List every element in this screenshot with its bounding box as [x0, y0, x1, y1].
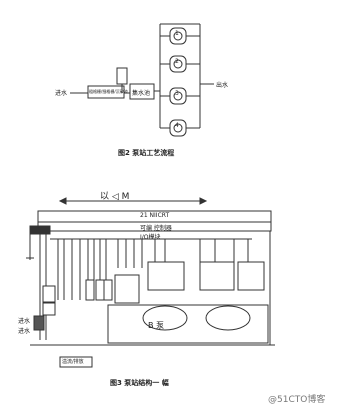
- pump-3-num: 3: [175, 90, 179, 97]
- fig3-bus-low: I/O模块: [140, 234, 161, 241]
- motor-1: [114, 274, 140, 304]
- fig3-bus-top: 21 NIICRT: [140, 212, 170, 219]
- fig2-well-label: 集水池: [132, 90, 151, 97]
- motor-3: [199, 261, 235, 291]
- bus-connector: [29, 225, 51, 235]
- fig3-structure: [26, 197, 275, 368]
- pump-4-num: 4: [175, 122, 179, 129]
- small-tank: [116, 67, 128, 85]
- fig3-bus-mid: 可编 控制器: [140, 225, 172, 232]
- fig3-caption: 图3 泵站结构一 幅: [110, 379, 169, 387]
- fig3-bottom-box-label: 溢流/排放: [62, 359, 84, 365]
- pump-2-num: 2: [175, 58, 179, 65]
- motor-4: [237, 261, 265, 291]
- fig3-left-label-1: 进水: [18, 318, 31, 325]
- pump-1-num: 1: [175, 30, 179, 37]
- fig2-caption: 图2 泵站工艺流程: [118, 149, 175, 157]
- overflow-box: [59, 356, 93, 368]
- fig2-outflow-label: 出水: [216, 82, 229, 89]
- motor-2: [147, 261, 185, 291]
- fig3-left-label-2: 进水: [18, 328, 31, 335]
- fig2-screen-label: 粗格栅/细格栅/沉砂池: [89, 89, 128, 94]
- fig3-dim-label: 以 ◁ M: [100, 192, 130, 202]
- screen-box: [87, 85, 125, 99]
- fig2-inflow-label: 进水: [55, 90, 68, 97]
- fig3-pump-room-label: B 泵: [148, 321, 165, 330]
- watermark: @51CTO博客: [268, 395, 326, 405]
- fig2-process-flow: [70, 23, 214, 137]
